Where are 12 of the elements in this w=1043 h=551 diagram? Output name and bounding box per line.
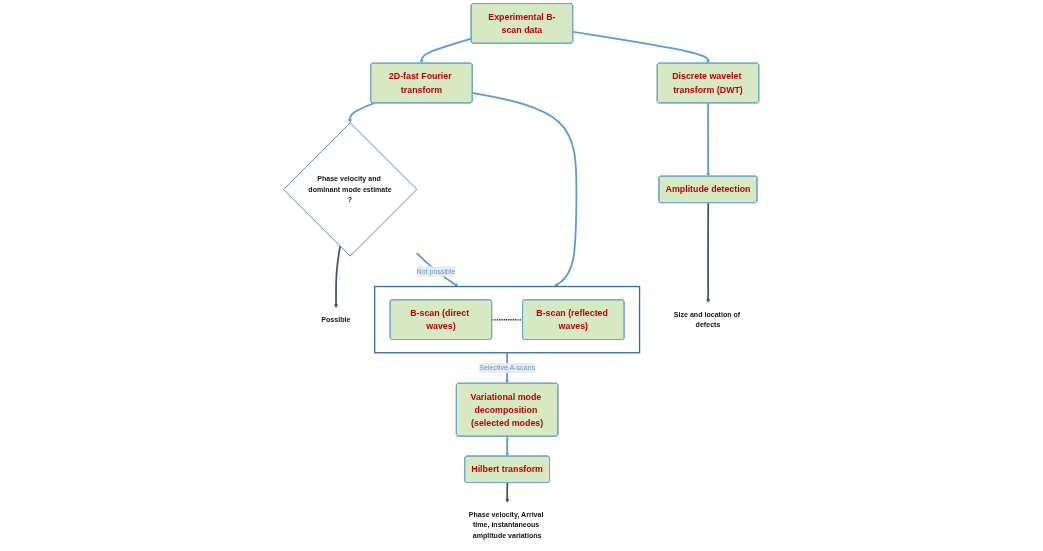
connector [491, 319, 524, 321]
arrow [416, 252, 459, 287]
arrow [505, 481, 510, 503]
arrow [706, 202, 711, 303]
cluster [374, 285, 641, 354]
arrow [348, 102, 376, 123]
arrow [334, 245, 342, 309]
arrow [471, 91, 578, 287]
arrow [505, 435, 510, 457]
arrow [572, 30, 711, 64]
arrow [706, 102, 711, 177]
arrow [420, 37, 473, 64]
